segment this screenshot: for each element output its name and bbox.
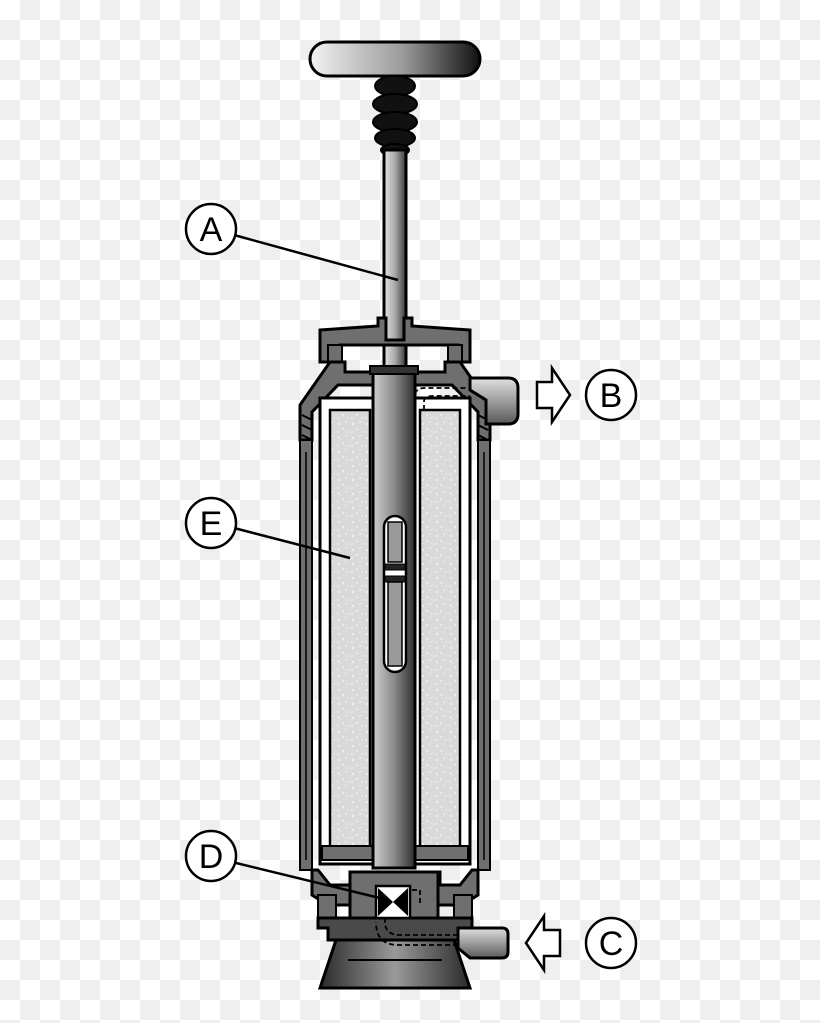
check-valve — [374, 884, 412, 920]
flow-path-inlet — [375, 889, 458, 946]
label-D: D — [184, 829, 238, 883]
handle-bellows — [372, 75, 418, 157]
pump-handle — [308, 40, 482, 78]
label-A: A — [184, 202, 238, 256]
label-C-text: C — [599, 925, 624, 963]
inlet-arrow-icon — [524, 911, 562, 975]
outlet-arrow-icon — [535, 363, 572, 427]
pump-cylinder — [369, 365, 419, 870]
pump-base — [316, 916, 510, 990]
label-B-text: B — [600, 377, 623, 415]
label-D-text: D — [199, 838, 224, 876]
label-C: C — [584, 916, 638, 970]
label-A-text: A — [200, 211, 223, 249]
label-B: B — [584, 368, 638, 422]
flow-path-outlet — [414, 387, 470, 410]
label-E-text: E — [200, 505, 223, 543]
leader-lines — [231, 233, 399, 902]
label-E: E — [184, 496, 238, 550]
